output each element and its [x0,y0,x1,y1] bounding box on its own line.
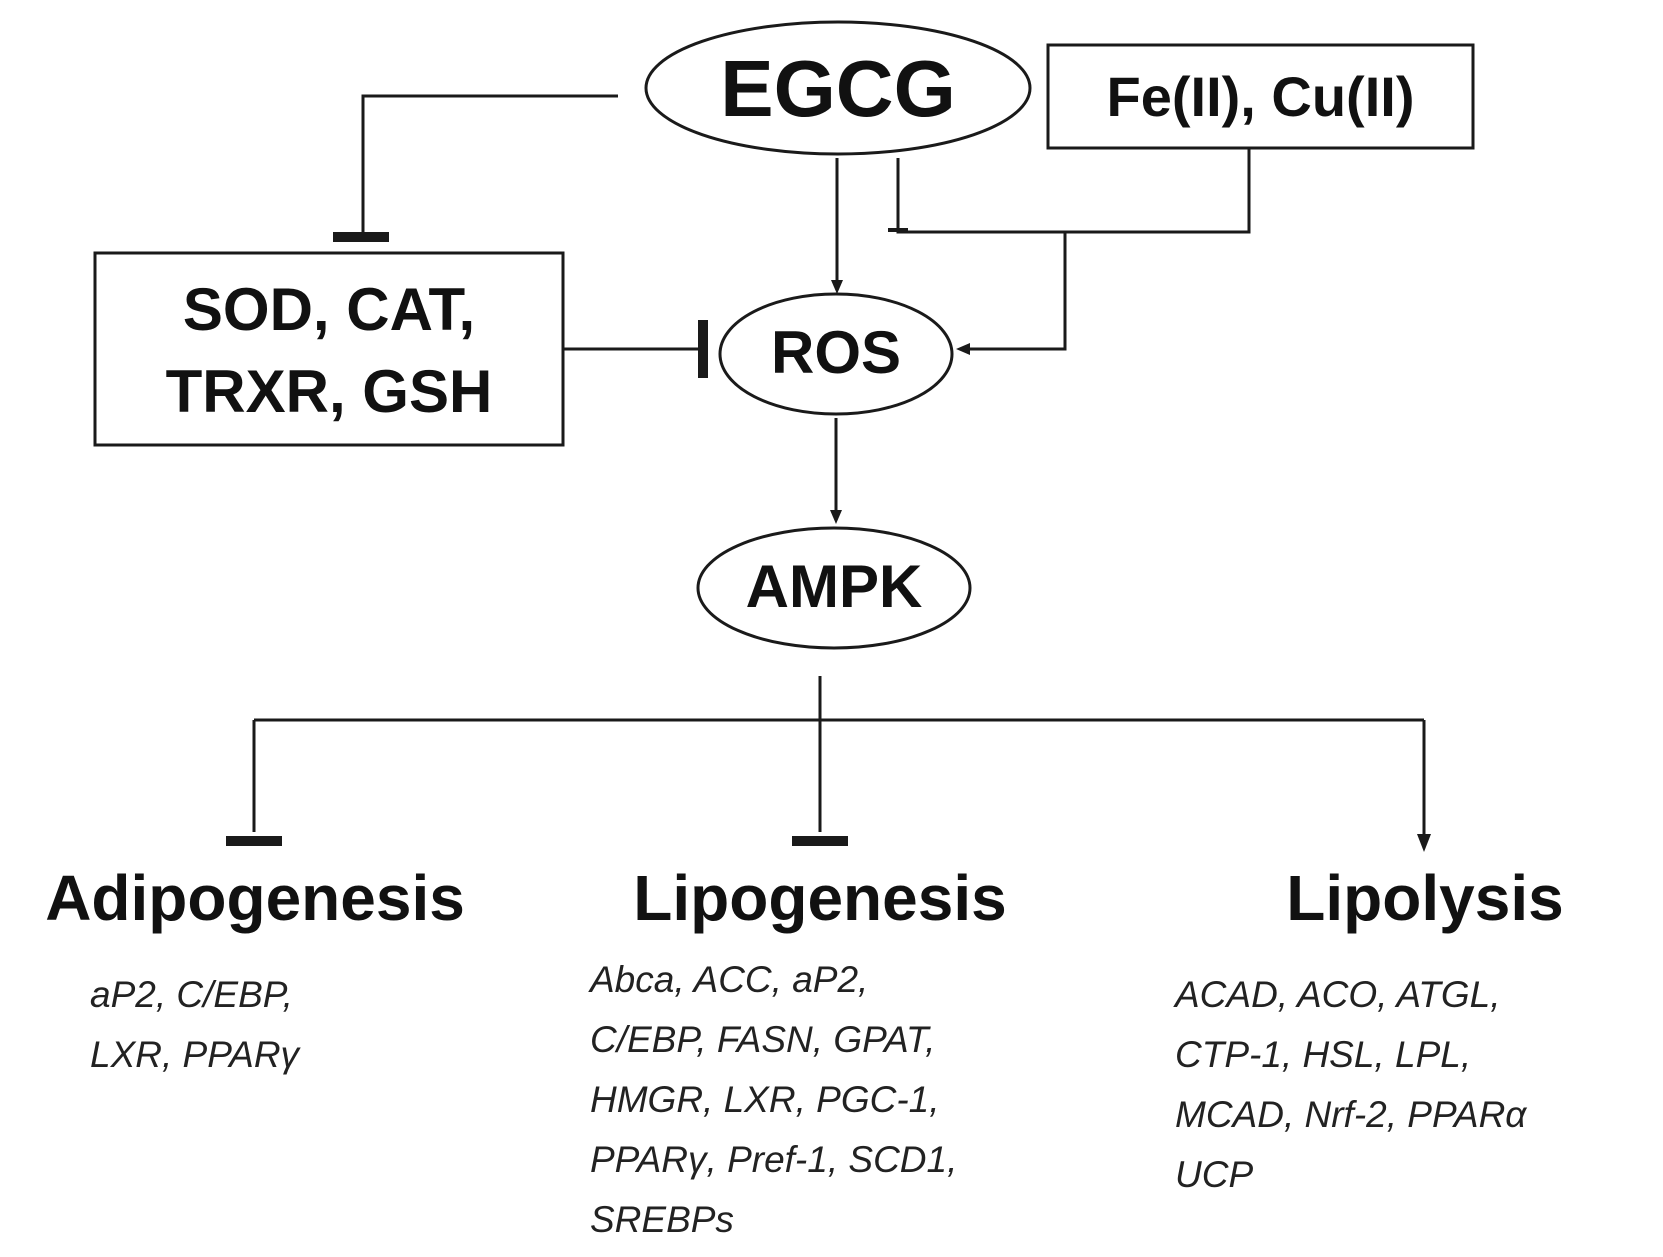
ampk-label: AMPK [745,553,923,620]
lipolysis-title: Lipolysis [1286,862,1564,934]
ros-to-ampk-arrow [830,418,842,524]
lipolysis-genes: ACAD, ACO, ATGL, CTP-1, HSL, LPL, MCAD, … [1175,974,1527,1195]
metals-to-ros-arrowhead [956,343,970,355]
adipogenesis-genes: aP2, C/EBP, LXR, PPARγ [90,974,300,1075]
antioxidants-node[interactable] [93,251,565,447]
ros-node[interactable] [718,292,954,416]
antioxidants-label-line2: TRXR, GSH [165,358,493,425]
lipolysis-arrowhead [1417,834,1431,852]
ampk-node[interactable] [696,526,972,650]
egcg-label: EGCG [720,44,956,133]
metals-to-ros-arrow [888,148,1251,351]
ros-label: ROS [770,319,902,386]
egcg-node[interactable] [644,20,1032,156]
ampk-branches [252,676,1426,836]
lipogenesis-title: Lipogenesis [633,862,1007,934]
adipogenesis-title: Adipogenesis [45,862,465,934]
lipogenesis-genes: Abca, ACC, aP2, C/EBP, FASN, GPAT, HMGR,… [590,959,958,1240]
metals-node[interactable] [1046,43,1475,150]
egcg-to-ros-arrow [831,158,843,294]
antioxidants-inhibit-ros-edge [563,320,708,378]
egcg-inhibits-antioxidants-edge [333,94,618,242]
metals-label: Fe(II), Cu(II) [1106,65,1415,128]
antioxidants-label-line1: SOD, CAT, [182,276,476,343]
